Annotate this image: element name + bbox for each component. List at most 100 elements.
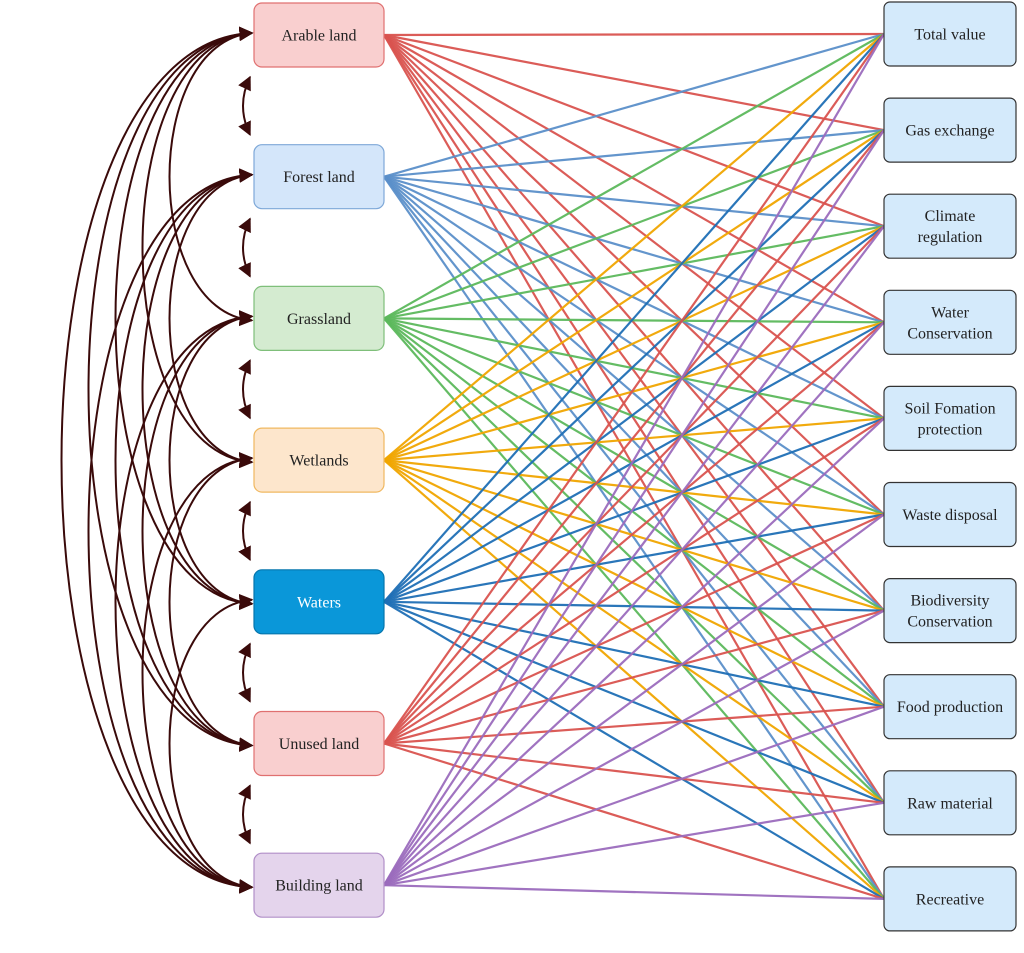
flow-line-arable-land-to-climate-regulation bbox=[383, 33, 885, 228]
service-node-label: Total value bbox=[914, 27, 985, 44]
flow-line-wetlands-to-food-production bbox=[383, 459, 885, 708]
flow-line-wetlands-to-climate-regulation bbox=[383, 225, 885, 462]
flow-line-arable-land-to-biodiversity-conservation bbox=[383, 34, 885, 612]
flow-line-waters-to-biodiversity-conservation bbox=[383, 600, 885, 612]
flow-line-forest-land-to-raw-material bbox=[383, 176, 885, 804]
land-transition-arrows bbox=[60, 26, 254, 894]
land-node-box bbox=[253, 710, 385, 777]
flow-line-forest-land-to-total-value bbox=[383, 32, 885, 178]
flow-line-grassland-to-soil-fomation-protection bbox=[383, 317, 885, 420]
transition-arrow-arable-land-grassland bbox=[168, 27, 254, 327]
flow-line-building-land-to-biodiversity-conservation bbox=[383, 609, 885, 887]
transition-arrow-waters-building-land bbox=[168, 594, 254, 893]
flow-line-grassland-to-water-conservation bbox=[383, 317, 885, 324]
service-node-label: Conservation bbox=[907, 325, 992, 342]
land-node-unused-land: Unused land bbox=[253, 710, 385, 777]
transition-arrow-arable-land-wetlands bbox=[141, 26, 254, 469]
service-node-label: Biodiversity bbox=[910, 593, 989, 610]
transition-arrow-waters-unused-land bbox=[238, 642, 251, 703]
service-node-label: Recreative bbox=[916, 891, 984, 908]
flow-line-forest-land-to-biodiversity-conservation bbox=[383, 175, 885, 612]
transition-arrow-forest-land-grassland bbox=[238, 217, 251, 278]
flow-line-wetlands-to-gas-exchange bbox=[383, 129, 885, 462]
flow-line-wetlands-to-water-conservation bbox=[383, 321, 885, 462]
flow-line-unused-land-to-recreative bbox=[383, 742, 885, 900]
service-node-recreative: Recreative bbox=[883, 866, 1017, 932]
service-node-box bbox=[883, 193, 1017, 259]
transition-arrow-grassland-building-land bbox=[114, 310, 254, 894]
flow-line-wetlands-to-soil-fomation-protection bbox=[383, 417, 885, 462]
flow-line-grassland-to-climate-regulation bbox=[383, 225, 885, 320]
flow-line-unused-land-to-food-production bbox=[383, 705, 885, 745]
flow-line-unused-land-to-soil-fomation-protection bbox=[383, 417, 885, 745]
service-flow-lines bbox=[383, 32, 885, 900]
flow-line-forest-land-to-waste-disposal bbox=[383, 175, 885, 516]
flow-line-unused-land-to-climate-regulation bbox=[383, 225, 885, 745]
service-node-label: Food production bbox=[897, 699, 1003, 716]
flow-line-building-land-to-raw-material bbox=[383, 801, 885, 887]
land-node-label: Unused land bbox=[279, 736, 359, 753]
flow-line-building-land-to-gas-exchange bbox=[383, 129, 885, 886]
flow-line-waters-to-raw-material bbox=[383, 600, 885, 804]
flow-line-wetlands-to-total-value bbox=[383, 33, 885, 461]
land-node-label: Waters bbox=[297, 594, 341, 611]
service-node-box bbox=[883, 674, 1017, 740]
service-node-label: Gas exchange bbox=[905, 123, 994, 140]
land-node-box bbox=[253, 569, 385, 635]
flow-line-grassland-to-recreative bbox=[383, 317, 885, 900]
flow-line-forest-land-to-recreative bbox=[383, 176, 885, 900]
flow-line-wetlands-to-recreative bbox=[383, 459, 885, 900]
land-node-box bbox=[253, 427, 385, 493]
land-node-wetlands: Wetlands bbox=[253, 427, 385, 493]
flow-line-arable-land-to-water-conservation bbox=[383, 34, 885, 324]
service-node-label: Climate bbox=[925, 208, 976, 225]
flow-line-waters-to-water-conservation bbox=[383, 321, 885, 603]
flow-line-grassland-to-total-value bbox=[383, 33, 885, 320]
transition-arrow-arable-land-waters bbox=[114, 26, 254, 611]
flow-line-forest-land-to-food-production bbox=[383, 175, 885, 708]
service-node-label: Raw material bbox=[907, 795, 993, 812]
flow-line-building-land-to-soil-fomation-protection bbox=[383, 417, 885, 887]
land-node-box bbox=[253, 2, 385, 68]
flow-line-arable-land-to-soil-fomation-protection bbox=[383, 34, 885, 420]
land-node-label: Forest land bbox=[283, 169, 355, 186]
service-node-label: Soil Fomation bbox=[904, 400, 995, 417]
service-node-total-value: Total value bbox=[883, 1, 1017, 67]
flow-line-grassland-to-gas-exchange bbox=[383, 129, 885, 320]
flow-line-unused-land-to-biodiversity-conservation bbox=[383, 609, 885, 745]
flow-line-forest-land-to-climate-regulation bbox=[383, 175, 885, 228]
transition-arrow-forest-land-waters bbox=[141, 168, 254, 610]
land-node-label: Arable land bbox=[281, 28, 356, 45]
flow-line-waters-to-food-production bbox=[383, 600, 885, 708]
land-node-label: Grassland bbox=[287, 311, 351, 328]
service-node-box bbox=[883, 289, 1017, 355]
flow-line-forest-land-to-gas-exchange bbox=[383, 129, 885, 178]
transition-arrow-wetlands-unused-land bbox=[168, 452, 254, 752]
transition-arrow-forest-land-building-land bbox=[87, 168, 254, 894]
flow-line-waters-to-soil-fomation-protection bbox=[383, 417, 885, 603]
flow-line-arable-land-to-raw-material bbox=[383, 34, 885, 804]
service-node-waste-disposal: Waste disposal bbox=[883, 481, 1017, 548]
flow-line-waters-to-total-value bbox=[383, 33, 885, 603]
land-node-grassland: Grassland bbox=[253, 285, 385, 351]
land-node-building-land: Building land bbox=[253, 852, 385, 918]
flow-line-grassland-to-waste-disposal bbox=[383, 317, 885, 516]
land-node-forest-land: Forest land bbox=[253, 144, 385, 210]
flow-line-building-land-to-recreative bbox=[383, 884, 885, 900]
flow-line-building-land-to-total-value bbox=[383, 33, 885, 886]
flow-line-wetlands-to-biodiversity-conservation bbox=[383, 459, 885, 612]
flow-line-waters-to-recreative bbox=[383, 600, 885, 900]
flow-line-building-land-to-water-conservation bbox=[383, 321, 885, 886]
land-node-box bbox=[253, 852, 385, 918]
flow-line-grassland-to-biodiversity-conservation bbox=[383, 317, 885, 612]
service-node-box bbox=[883, 481, 1017, 548]
flow-line-grassland-to-food-production bbox=[383, 317, 885, 708]
flow-line-unused-land-to-gas-exchange bbox=[383, 129, 885, 745]
service-node-box bbox=[883, 577, 1017, 644]
transition-arrow-forest-land-wetlands bbox=[168, 168, 254, 468]
flow-line-arable-land-to-recreative bbox=[383, 34, 885, 900]
